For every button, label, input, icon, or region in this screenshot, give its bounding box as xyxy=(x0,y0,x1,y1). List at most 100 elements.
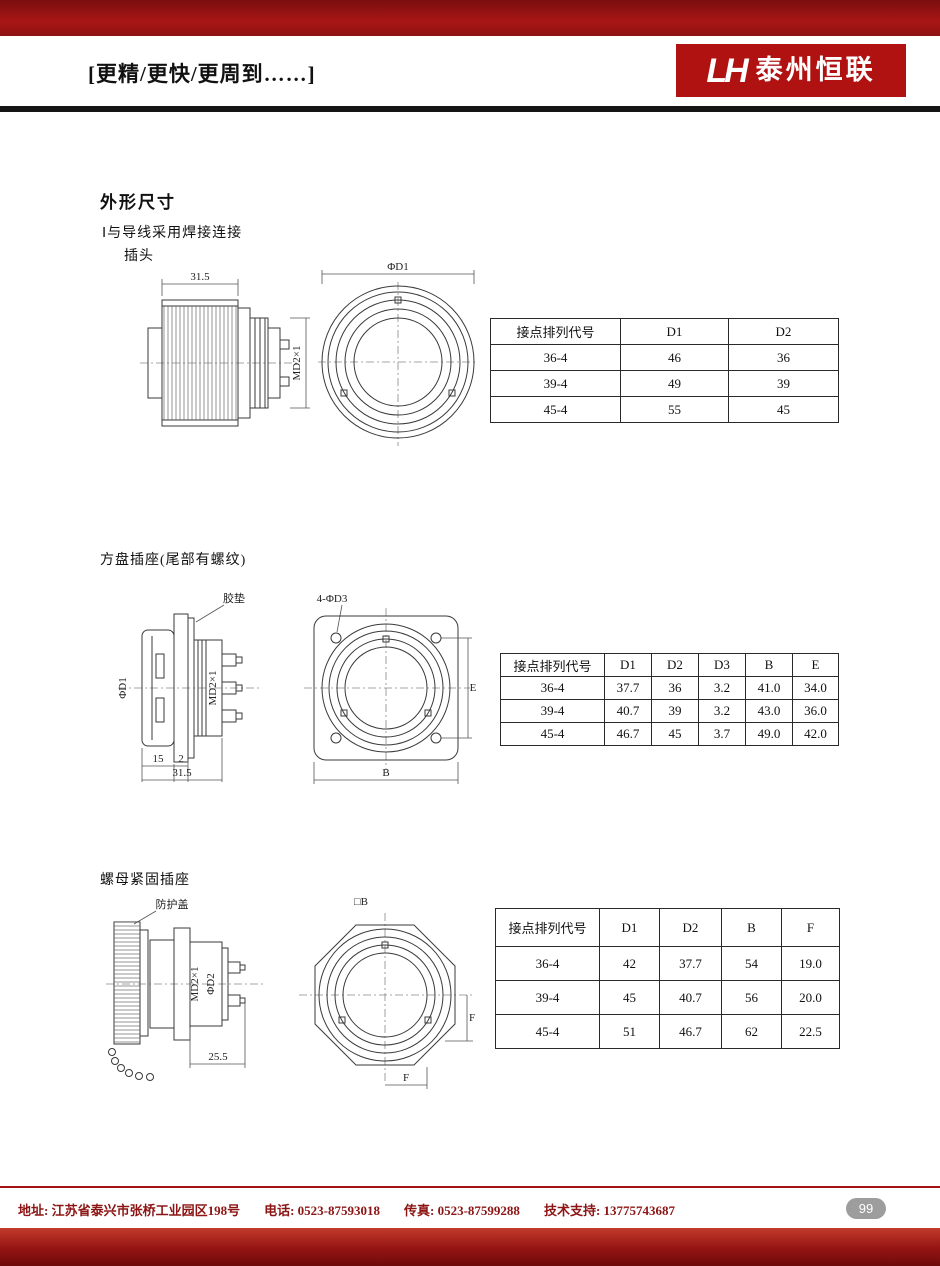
table-cell: 37.7 xyxy=(604,676,652,700)
table-cell: 20.0 xyxy=(781,980,840,1015)
column-header: D3 xyxy=(698,653,746,677)
table-cell: 46.7 xyxy=(659,1014,722,1049)
dim-label-d1-side: ΦD1 xyxy=(117,677,129,698)
section1-subtitle: 插头 xyxy=(124,249,154,264)
nut-socket-side-view-drawing: 防护盖 MD2×1 ΦD2 25.5 xyxy=(106,897,263,1081)
dim-label-d2: ΦD2 xyxy=(205,973,217,994)
flange-socket-front-view-drawing: 4-ΦD3 E xyxy=(304,593,477,784)
column-header: 接点排列代号 xyxy=(490,318,621,345)
dim-label-thread: MD2×1 xyxy=(207,671,219,706)
table-cell: 34.0 xyxy=(792,676,839,700)
table-cell: 39 xyxy=(728,370,839,397)
footer-divider xyxy=(0,1186,940,1188)
top-red-bar xyxy=(0,0,940,36)
logo-company-name: 泰州恒联 xyxy=(755,55,876,85)
footer-support: 技术支持: 13775743687 xyxy=(543,1203,676,1218)
column-header: 接点排列代号 xyxy=(495,908,600,947)
column-header: B xyxy=(721,908,782,947)
table-cell: 3.2 xyxy=(698,676,746,700)
dimension-31-5: 31.5 xyxy=(161,271,239,296)
column-header: D1 xyxy=(604,653,652,677)
dim-label-f-bottom: F xyxy=(403,1072,409,1084)
table-cell: 49.0 xyxy=(745,722,793,746)
column-header: D2 xyxy=(651,653,699,677)
dimension-25-5: 25.5 xyxy=(189,1003,246,1068)
table-cell: 49 xyxy=(620,370,729,397)
plug-front-circles xyxy=(321,285,475,439)
table-cell: 36-4 xyxy=(500,676,605,700)
company-logo: LH 泰州恒联 xyxy=(676,44,906,97)
nut-front-outline xyxy=(314,924,456,1066)
plug-front-view-drawing: ΦD1 xyxy=(318,261,478,446)
table-cell: 39-4 xyxy=(500,699,605,723)
table-cell: 46.7 xyxy=(604,722,652,746)
centerlines xyxy=(299,913,473,1081)
nut-socket-outline xyxy=(108,921,246,1081)
dimension-f-right: F xyxy=(445,995,475,1042)
flange-socket-side-view-drawing: 胶垫 ΦD1 MD2×1 15 2 31. xyxy=(117,591,262,782)
footer-address: 地址: 江苏省泰兴市张桥工业园区198号 xyxy=(18,1203,241,1218)
centerlines xyxy=(318,282,478,446)
table-cell: 51 xyxy=(599,1014,660,1049)
gasket-label: 胶垫 xyxy=(223,591,245,605)
table-cell: 41.0 xyxy=(745,676,793,700)
table-cell: 39 xyxy=(651,699,699,723)
section2-note: 方盘插座(尾部有螺纹) xyxy=(100,553,247,568)
table-cell: 36.0 xyxy=(792,699,839,723)
header-slogan: [更精/更快/更周到……] xyxy=(88,62,316,86)
table-cell: 42 xyxy=(599,946,660,981)
section1-note: Ⅰ与导线采用焊接连接 xyxy=(102,226,243,241)
table-cell: 62 xyxy=(721,1014,782,1049)
bottom-dimensions: 15 2 31.5 xyxy=(141,738,223,782)
dim-label-b: B xyxy=(382,767,389,779)
gasket-callout: 胶垫 xyxy=(195,591,245,623)
table-cell: 3.2 xyxy=(698,699,746,723)
column-header: E xyxy=(792,653,839,677)
page-title: 外形尺寸 xyxy=(100,193,176,212)
header-divider xyxy=(0,106,940,112)
table-cell: 22.5 xyxy=(781,1014,840,1049)
table-cell: 46 xyxy=(620,344,729,371)
holes-callout: 4-ΦD3 xyxy=(317,593,348,633)
dim-label-31-5: 31.5 xyxy=(172,767,192,779)
cap-callout: 防护盖 xyxy=(133,897,189,925)
plug-body-outline xyxy=(147,299,290,427)
page-number-badge: 99 xyxy=(846,1198,886,1219)
section3-note: 螺母紧固插座 xyxy=(100,873,190,888)
table-cell: 36 xyxy=(651,676,699,700)
nut-socket-front-view-drawing: □B F F xyxy=(299,896,475,1089)
bottom-red-bar xyxy=(0,1228,940,1266)
cap-label: 防护盖 xyxy=(156,897,189,911)
dim-label-2: 2 xyxy=(178,753,184,765)
table-cell: 40.7 xyxy=(604,699,652,723)
footer-fax: 传真: 0523-87599288 xyxy=(404,1203,520,1218)
table-cell: 45 xyxy=(728,396,839,423)
table-cell: 45-4 xyxy=(495,1014,600,1049)
holes-label: 4-ΦD3 xyxy=(317,593,348,605)
dim-label-d1: ΦD1 xyxy=(387,261,408,273)
table-cell: 37.7 xyxy=(659,946,722,981)
table-cell: 45 xyxy=(651,722,699,746)
flange-socket-outline xyxy=(141,613,243,763)
logo-lh-icon: LH xyxy=(706,51,748,90)
footer-phone: 电话: 0523-87593018 xyxy=(264,1203,381,1218)
table-cell: 45-4 xyxy=(500,722,605,746)
centerlines xyxy=(304,608,470,770)
table-cell: 19.0 xyxy=(781,946,840,981)
dim-label-thread: MD2×1 xyxy=(291,346,303,381)
dimension-thread: MD2×1 xyxy=(290,317,310,409)
table-cell: 45 xyxy=(599,980,660,1015)
table-cell: 56 xyxy=(721,980,782,1015)
dim-label-width: 31.5 xyxy=(190,271,210,283)
